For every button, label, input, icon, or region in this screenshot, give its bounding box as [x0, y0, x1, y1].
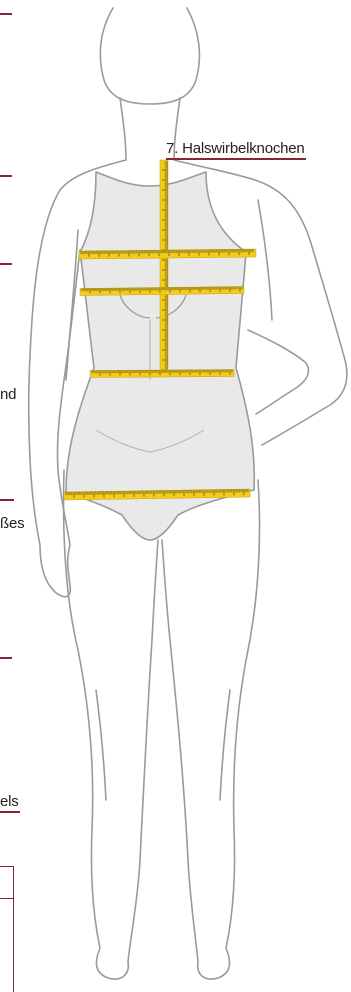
- neck-left: [120, 98, 126, 160]
- bracket-mid: [0, 898, 14, 899]
- left-knee-contour: [96, 690, 106, 800]
- neck-vertebra-label: 7. Halswirbelknochen: [166, 140, 306, 160]
- left-upper-arm-inner: [66, 230, 78, 380]
- left-leg-outline: [64, 470, 158, 979]
- tape-neck-vertical: [160, 160, 168, 372]
- bracket-top: [0, 866, 14, 867]
- label-stub-5: [0, 657, 12, 659]
- label-stub-2: [0, 175, 12, 177]
- label-stub-1: [0, 13, 12, 15]
- cut-label-c: els: [0, 793, 20, 813]
- cut-label-b: ßes: [0, 515, 25, 533]
- cut-label-a: nd: [0, 386, 17, 404]
- right-knee-contour: [220, 690, 230, 800]
- right-forearm-inner: [248, 330, 308, 414]
- right-upper-arm-inner: [258, 200, 272, 320]
- label-stub-4: [0, 499, 14, 501]
- tape-waist: [90, 370, 234, 378]
- label-stub-3: [0, 263, 12, 265]
- right-leg-outline: [162, 480, 260, 979]
- tape-shoulder: [79, 249, 256, 259]
- head-outline: [100, 8, 199, 104]
- bracket-vertical: [13, 866, 14, 992]
